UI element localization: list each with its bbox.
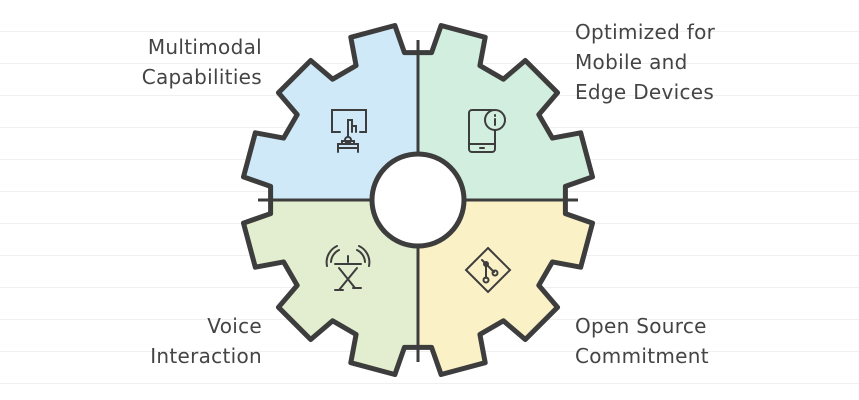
label-line: Commitment (575, 344, 709, 368)
git-icon (464, 246, 512, 294)
label-line: Multimodal (147, 35, 262, 59)
label-line: Voice (207, 314, 262, 338)
label-line: Open Source (575, 314, 707, 338)
mobile-info-icon (468, 109, 506, 153)
label-optimized-mobile-edge: Optimized for Mobile and Edge Devices (575, 17, 715, 107)
voice-translate-icon (325, 245, 371, 291)
label-line: Mobile and (575, 50, 688, 74)
label-multimodal-capabilities: Multimodal Capabilities (142, 32, 262, 92)
label-line: Optimized for (575, 20, 716, 44)
label-line: Interaction (150, 344, 262, 368)
center-hub (369, 151, 467, 249)
label-line: Edge Devices (575, 80, 715, 104)
touch-screen-icon (331, 109, 367, 153)
label-voice-interaction: Voice Interaction (150, 311, 262, 371)
label-line: Capabilities (141, 65, 262, 89)
gear-outline (241, 23, 595, 377)
label-open-source-commitment: Open Source Commitment (575, 311, 709, 371)
